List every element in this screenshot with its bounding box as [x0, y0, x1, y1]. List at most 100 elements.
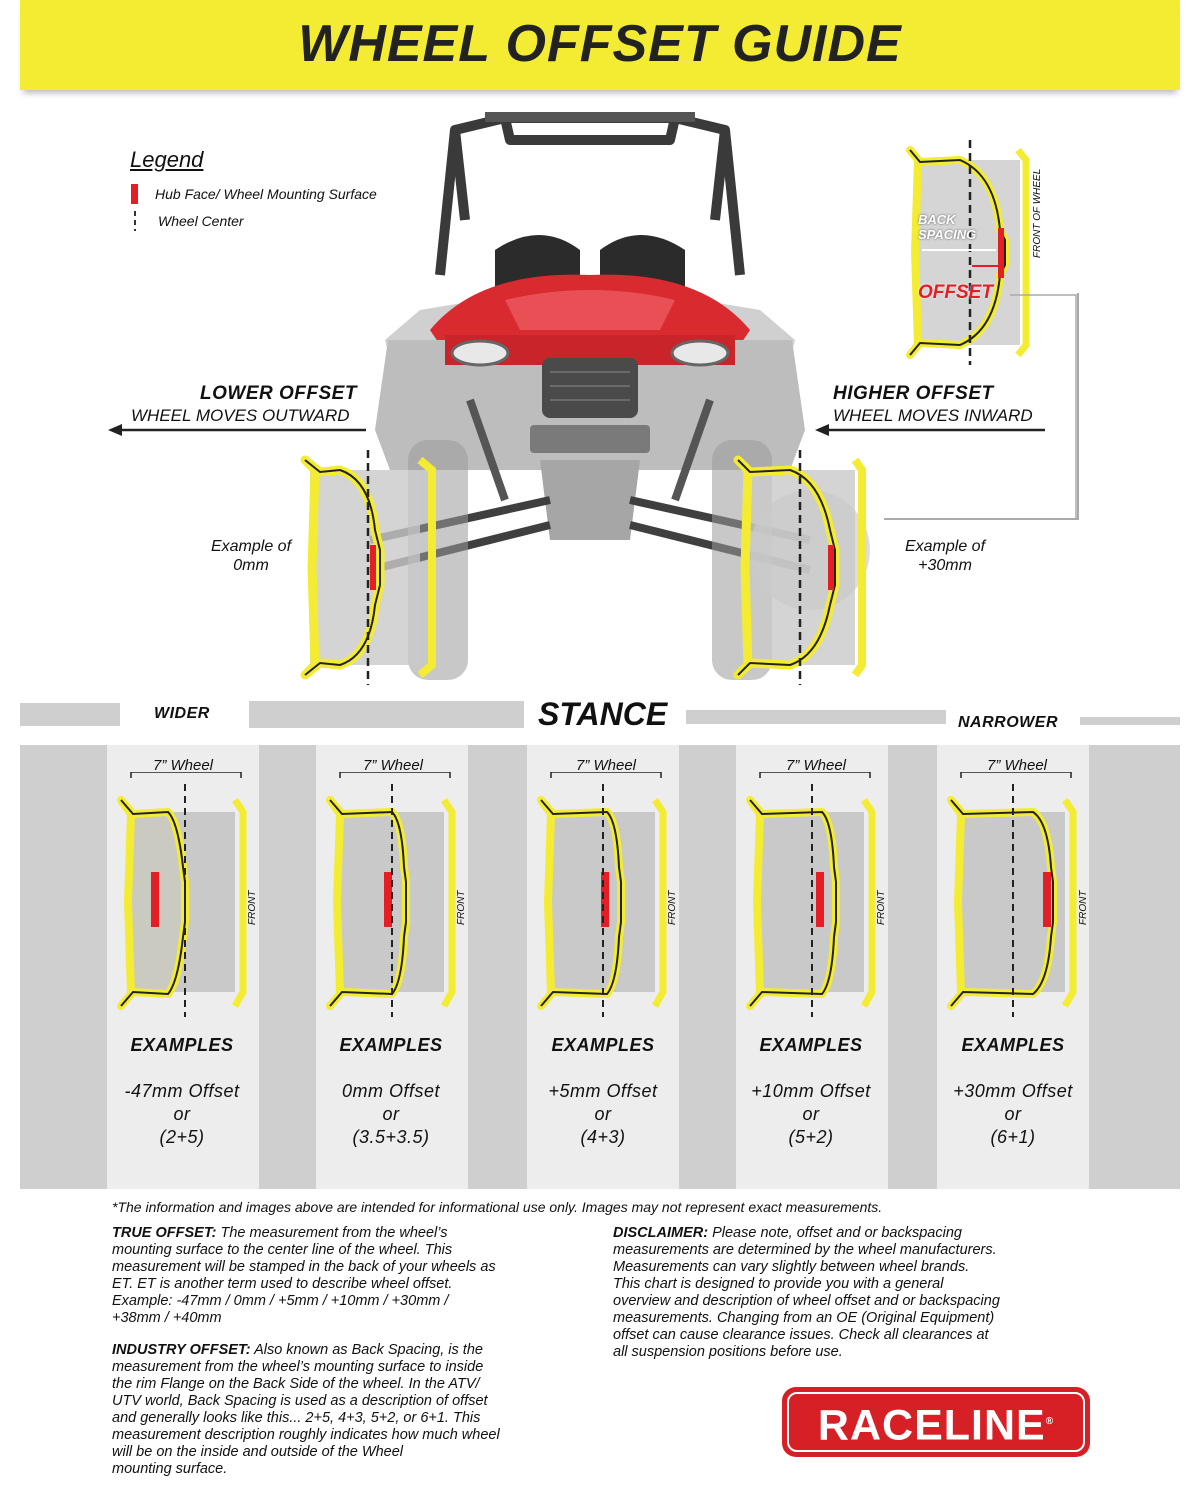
industry-offset-line: and generally looks like this... 2+5, 4+… — [112, 1410, 481, 1426]
offset-detail-wheel — [906, 140, 1077, 520]
arrow-inward-icon — [815, 424, 1045, 436]
headlight-right — [670, 339, 730, 367]
example-0mm-line2: 0mm — [233, 557, 269, 574]
true-offset-heading: TRUE OFFSET: — [112, 1225, 217, 1241]
disclaimer-line: all suspension positions before use. — [613, 1344, 843, 1360]
wheel-size-label: 7” Wheel — [152, 757, 214, 774]
front-label: FRONT — [876, 890, 887, 925]
example-or: or — [382, 1104, 400, 1124]
examples-heading: EXAMPLES — [551, 1035, 655, 1055]
disclaimer-line: Measurements can vary slightly between w… — [613, 1259, 970, 1275]
examples-heading: EXAMPLES — [961, 1035, 1065, 1055]
raceline-logo-frame: RACELINE® — [787, 1392, 1085, 1452]
true-offset-line: Example: -47mm / 0mm / +5mm / +10mm / +3… — [112, 1293, 449, 1309]
callout-line — [1077, 293, 1079, 518]
legend-item-hub-face: Hub Face/ Wheel Mounting Surface — [155, 186, 377, 202]
higher-offset-title: HIGHER OFFSET — [833, 383, 994, 404]
raceline-logo-text: RACELINE — [817, 1401, 1046, 1450]
industry-offset-line: UTV world, Back Spacing is used as a des… — [112, 1393, 488, 1409]
stance-title: STANCE — [538, 696, 668, 732]
legend-item-wheel-center: Wheel Center — [158, 213, 244, 229]
stance-bar-left — [20, 703, 120, 726]
front-label: FRONT — [247, 890, 258, 925]
legend-title: Legend — [130, 147, 204, 172]
title-banner: WHEEL OFFSET GUIDE — [20, 0, 1180, 90]
true-offset-line: The measurement from the wheel’s — [216, 1225, 448, 1241]
industry-offset-line: Also known as Back Spacing, is the — [250, 1342, 483, 1358]
wheel-center-swatch — [134, 211, 136, 231]
industry-offset-heading: INDUSTRY OFFSET: — [112, 1342, 251, 1358]
wheel-size-label: 7” Wheel — [575, 757, 637, 774]
example-offset: -47mm Offset — [124, 1081, 240, 1101]
wheel-diagram-plus30 — [947, 772, 1077, 1017]
true-offset-line: +38mm / +40mm — [112, 1310, 222, 1326]
industry-offset-line: measurement description roughly indicate… — [112, 1427, 500, 1443]
raceline-logo: RACELINE® — [782, 1387, 1090, 1457]
example-or: or — [173, 1104, 191, 1124]
lower-offset-subtitle: WHEEL MOVES OUTWARD — [131, 406, 350, 425]
bumper — [530, 425, 650, 453]
wheel-size-label: 7” Wheel — [986, 757, 1048, 774]
footnote: *The information and images above are in… — [112, 1199, 883, 1215]
front-label: FRONT — [667, 890, 678, 925]
industry-offset-line: measurement from the wheel’s mounting su… — [112, 1359, 484, 1375]
example-30mm-line1: Example of — [904, 538, 986, 555]
wheel-diagram-plus5 — [537, 772, 667, 1017]
example-spacing: (4+3) — [580, 1127, 626, 1147]
true-offset-line: measurement will be stamped in the back … — [112, 1259, 496, 1275]
disclaimer-line: This chart is designed to provide you wi… — [613, 1276, 944, 1292]
example-spacing: (3.5+3.5) — [352, 1127, 430, 1147]
headlight-left — [450, 339, 510, 367]
example-or: or — [594, 1104, 612, 1124]
true-offset-line: mounting surface to the center line of t… — [112, 1242, 453, 1258]
example-0mm-line1: Example of — [210, 538, 292, 555]
example-offset: +10mm Offset — [751, 1081, 871, 1101]
true-offset-line: ET. ET is another term used to describe … — [112, 1276, 453, 1292]
disclaimer-line: offset can cause clearance issues. Check… — [613, 1327, 989, 1343]
hub-face-swatch — [131, 184, 138, 204]
industry-offset-paragraph: INDUSTRY OFFSET: Also known as Back Spac… — [112, 1342, 602, 1478]
example-30mm-line2: +30mm — [918, 557, 972, 574]
example-spacing: (5+2) — [788, 1127, 834, 1147]
true-offset-paragraph: TRUE OFFSET: The measurement from the wh… — [112, 1225, 602, 1327]
disclaimer-paragraph: DISCLAIMER: Please note, offset and or b… — [613, 1225, 1093, 1361]
callout-line-bottom — [884, 518, 1079, 520]
grille — [542, 358, 638, 418]
front-of-wheel-label: FRONT OF WHEEL — [1032, 168, 1043, 258]
example-spacing: (2+5) — [159, 1127, 205, 1147]
example-offset: +5mm Offset — [548, 1081, 658, 1101]
disclaimer-line: overview and description of wheel offset… — [613, 1293, 1000, 1309]
wheel-size-label: 7” Wheel — [362, 757, 424, 774]
lower-offset-title: LOWER OFFSET — [200, 383, 357, 404]
example-spacing: (6+1) — [990, 1127, 1036, 1147]
skid-plate — [540, 460, 640, 540]
wheel-section-0mm — [300, 450, 436, 685]
wheel-size-label: 7” Wheel — [785, 757, 847, 774]
stance-narrower: NARROWER — [958, 714, 1058, 731]
higher-offset-subtitle: WHEEL MOVES INWARD — [833, 406, 1033, 425]
wheel-diagram-0 — [326, 772, 456, 1017]
stance-wider: WIDER — [154, 705, 210, 722]
registered-mark: ® — [1045, 1416, 1055, 1427]
disclaimer-line: Please note, offset and or backspacing — [708, 1225, 962, 1241]
examples-heading: EXAMPLES — [339, 1035, 443, 1055]
tire-left — [408, 440, 468, 680]
stance-bar-right — [1080, 717, 1180, 725]
examples-heading: EXAMPLES — [130, 1035, 234, 1055]
front-label: FRONT — [1078, 890, 1089, 925]
page-title: WHEEL OFFSET GUIDE — [298, 15, 902, 73]
back-spacing-line1: BACK — [918, 212, 956, 227]
industry-offset-line: mounting surface. — [112, 1461, 228, 1477]
hub-face-30mm — [828, 545, 834, 590]
industry-offset-line: will be on the inside and outside of the… — [112, 1444, 403, 1460]
disclaimer-line: measurements are determined by the wheel… — [613, 1242, 997, 1258]
example-or: or — [1004, 1104, 1022, 1124]
wheel-diagram-minus47 — [117, 772, 247, 1017]
stance-bar-mid-right — [686, 710, 946, 724]
back-spacing-line2: SPACING — [918, 227, 977, 242]
offset-label: OFFSET — [918, 282, 993, 303]
back-spacing-label: BACK SPACING — [918, 212, 976, 242]
disclaimer-line: measurements. Changing from an OE (Origi… — [613, 1310, 995, 1326]
wheel-section-30mm — [733, 450, 866, 685]
disclaimer-heading: DISCLAIMER: — [613, 1225, 709, 1241]
